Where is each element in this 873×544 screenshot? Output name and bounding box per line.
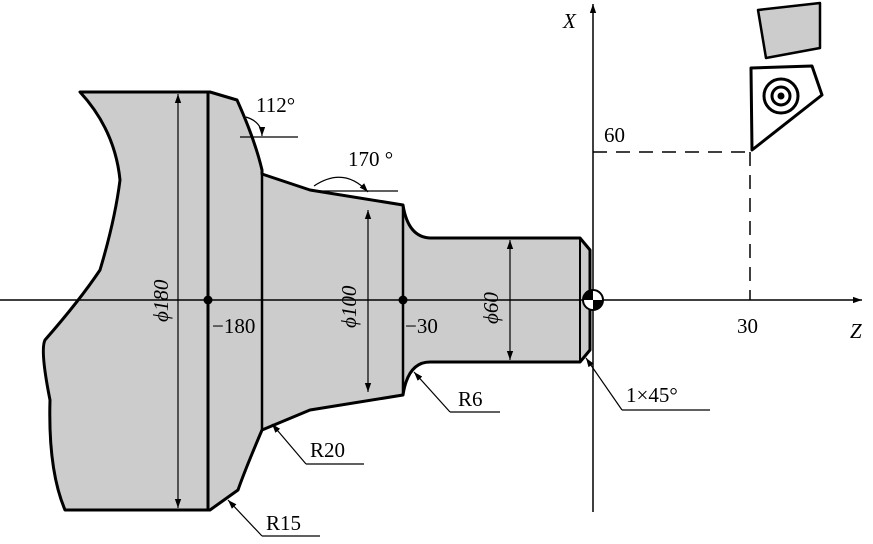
r20-leader: R20: [271, 423, 364, 465]
x-axis-label: X: [562, 9, 577, 33]
origin-symbol: [582, 289, 604, 311]
r20-label: R20: [310, 438, 345, 462]
point-minus-180: [203, 295, 213, 305]
chamfer-leader: 1×45°: [585, 357, 710, 411]
z-minus-30-label: −30: [405, 314, 438, 338]
z-30-label: 30: [737, 314, 758, 338]
z-axis-label: Z: [850, 319, 862, 343]
angle-112-annotation: 112°: [240, 93, 298, 138]
chamfer-label: 1×45°: [626, 383, 678, 407]
r15-leader: R15: [227, 499, 320, 537]
x-60-label: 60: [604, 123, 625, 147]
r6-leader: R6: [413, 371, 500, 413]
point-minus-30: [398, 295, 408, 305]
cutting-tool-icon: [749, 1, 824, 152]
r6-label: R6: [458, 387, 483, 411]
z-minus-180-label: −180: [212, 314, 255, 338]
dia-180-label: ϕ180: [149, 279, 173, 322]
angle-170-label: 170 °: [348, 147, 393, 171]
angle-112-label: 112°: [256, 93, 295, 117]
angle-170-annotation: 170 °: [312, 147, 398, 193]
dia-60-label: ϕ60: [479, 292, 503, 324]
dia-100-label: ϕ100: [337, 285, 361, 328]
r15-label: R15: [266, 511, 301, 535]
